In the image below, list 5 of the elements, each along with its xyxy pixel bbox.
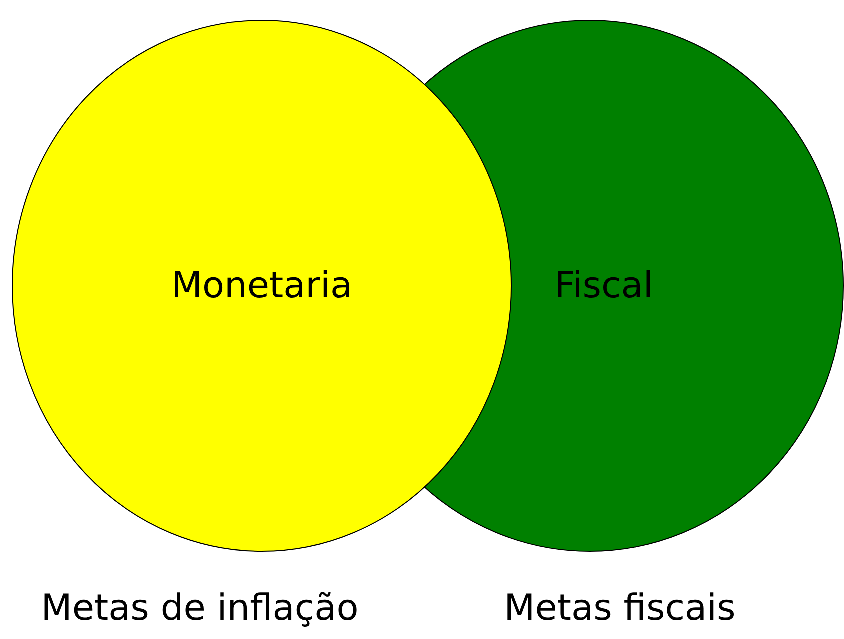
venn-ellipse: [12, 20, 512, 552]
set-label: Monetaria: [171, 266, 353, 306]
set-caption: Metas de inflação: [41, 588, 359, 629]
set-caption: Metas fiscais: [504, 588, 736, 629]
set-label: Fiscal: [554, 266, 654, 306]
